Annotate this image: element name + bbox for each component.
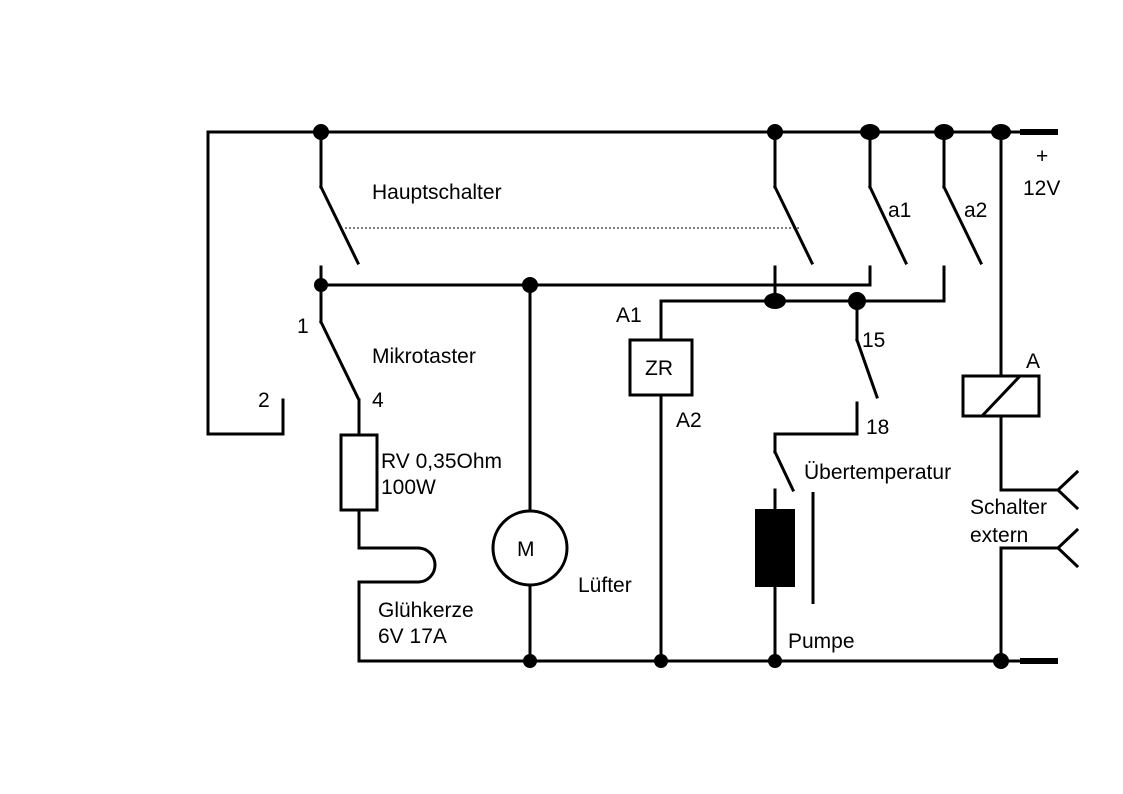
label-pin-4: 4 [372,389,384,412]
label-resistor-line2: 100W [381,476,436,499]
label-timer-symbol: ZR [645,357,673,380]
label-pin-15: 15 [862,329,885,352]
label-pin-2: 2 [258,389,270,412]
label-timer-a2: A2 [676,409,702,432]
switched-rail [319,265,872,304]
glow-plug-symbol [416,546,437,584]
fan-branch [491,283,569,663]
label-timer-a1: A1 [616,304,642,327]
junction-dots [313,124,1011,669]
ext-switch-jack-lower [1055,527,1080,569]
microswitch-branch [318,300,437,663]
label-supply-voltage: 12V [1023,177,1060,200]
label-supply-plus: + [1036,145,1048,168]
label-contact-a1: a1 [888,199,911,222]
label-glow-plug-line2: 6V 17A [378,625,447,648]
relay-a-branch [961,130,1080,663]
label-ext-switch-line1: Schalter [970,496,1047,519]
label-main-switch: Hauptschalter [372,181,502,204]
main-switch [318,130,815,266]
resistor-rv [339,433,379,512]
timer-relay-zr [628,338,694,663]
label-fan: Lüfter [578,574,632,597]
label-pin-1: 1 [297,315,309,338]
label-resistor-line1: RV 0,35Ohm [381,450,502,473]
label-glow-plug-line1: Glühkerze [378,599,474,622]
pump-coil [755,509,795,587]
label-microswitch: Mikrotaster [372,345,476,368]
label-motor-symbol: M [517,538,535,561]
contact-a1 [868,130,908,287]
positive-rail [206,129,1058,436]
ext-switch-jack-upper [1055,469,1080,511]
label-relay: A [1026,350,1040,373]
label-contact-a2: a2 [964,199,987,222]
label-pin-18: 18 [866,416,889,439]
contact-a2 [941,130,984,303]
timer-rail [659,299,946,342]
label-ext-switch-line2: extern [970,524,1028,547]
label-pump: Pumpe [788,630,855,653]
label-overtemp: Übertemperatur [804,461,951,484]
